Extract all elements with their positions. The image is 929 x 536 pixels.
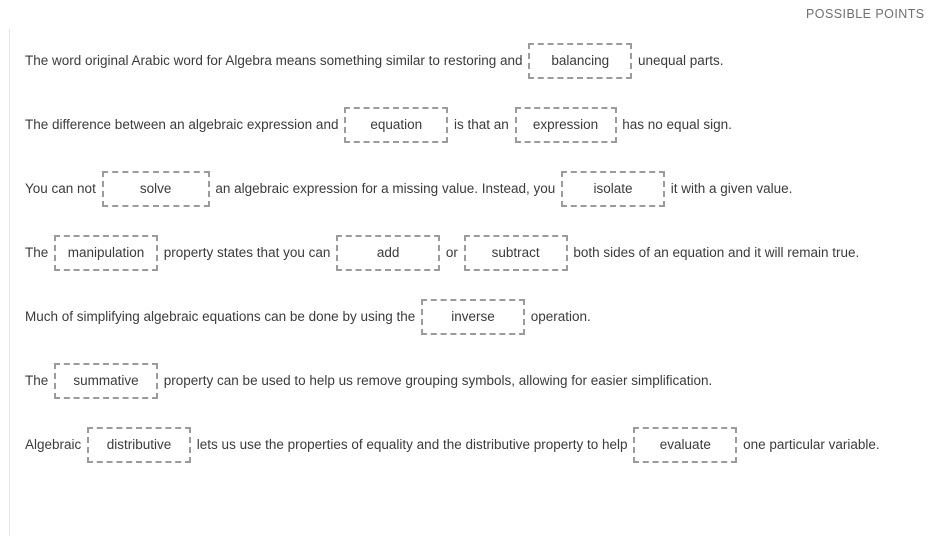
answer-drop-slot[interactable]: add (336, 235, 441, 271)
sentence-row: Algebraic distributive lets us use the p… (10, 413, 929, 477)
answer-drop-slot[interactable]: subtract (463, 235, 568, 271)
answer-drop-slot[interactable]: expression (514, 107, 617, 143)
question-card: The word original Arabic word for Algebr… (9, 29, 929, 536)
sentence-text: is that an (450, 117, 513, 133)
sentence-text: one particular variable. (739, 437, 880, 453)
answer-drop-slot[interactable]: manipulation (54, 235, 159, 271)
sentence-text: Algebraic (25, 437, 86, 453)
sentence-row: The manipulation property states that yo… (10, 221, 929, 285)
sentence-text: The (25, 245, 53, 261)
sentence-text: or (442, 245, 462, 261)
sentence-row: The summative property can be used to he… (10, 349, 929, 413)
answer-drop-slot[interactable]: isolate (561, 171, 666, 207)
question-rows: The word original Arabic word for Algebr… (10, 29, 929, 477)
sentence-row: The difference between an algebraic expr… (10, 93, 929, 157)
sentence-row: Much of simplifying algebraic equations … (10, 285, 929, 349)
sentence-text: operation. (527, 309, 591, 325)
sentence-text: has no equal sign. (618, 117, 732, 133)
sentence-text: lets us use the properties of equality a… (193, 437, 632, 453)
possible-points-label: POSSIBLE POINTS (806, 7, 925, 21)
sentence-row: The word original Arabic word for Algebr… (10, 29, 929, 93)
answer-drop-slot[interactable]: solve (101, 171, 210, 207)
sentence-text: Much of simplifying algebraic equations … (25, 309, 419, 325)
sentence-text: property can be used to help us remove g… (160, 373, 713, 389)
sentence-text: property states that you can (160, 245, 335, 261)
sentence-text: The (25, 373, 53, 389)
sentence-row: You can not solve an algebraic expressio… (10, 157, 929, 221)
sentence-text: an algebraic expression for a missing va… (211, 181, 560, 197)
answer-drop-slot[interactable]: evaluate (633, 427, 738, 463)
answer-drop-slot[interactable]: summative (54, 363, 159, 399)
answer-drop-slot[interactable]: equation (344, 107, 449, 143)
sentence-text: both sides of an equation and it will re… (569, 245, 860, 261)
answer-drop-slot[interactable]: inverse (421, 299, 525, 335)
sentence-text: The difference between an algebraic expr… (25, 117, 343, 133)
sentence-text: it with a given value. (667, 181, 793, 197)
sentence-text: The word original Arabic word for Algebr… (25, 53, 527, 69)
answer-drop-slot[interactable]: distributive (87, 427, 192, 463)
sentence-text: unequal parts. (634, 53, 724, 69)
sentence-text: You can not (25, 181, 100, 197)
answer-drop-slot[interactable]: balancing (528, 43, 633, 79)
page-header: POSSIBLE POINTS (0, 0, 929, 29)
